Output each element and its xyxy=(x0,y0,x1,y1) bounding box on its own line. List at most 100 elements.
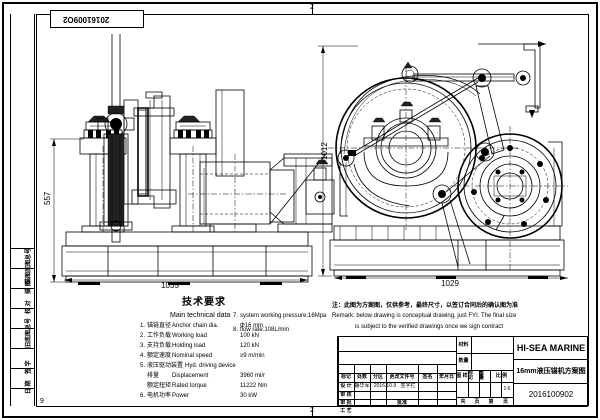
dim-label-side-width: 1029 xyxy=(441,279,459,288)
tech-row-5-cn: 排量 xyxy=(147,373,160,379)
tb-rev-h1 xyxy=(338,351,456,352)
tech-row-7-en: Power xyxy=(172,393,190,399)
tb-stage-header-0: 图 样 xyxy=(456,372,468,379)
remark-cn: 注：此图为方案图，仅供参考，最终尺寸，以签订合同后的确认图为准 xyxy=(332,303,519,309)
tech-row-1-cn: 工作负载 xyxy=(147,333,172,339)
tech-row-0-no: 1. xyxy=(140,323,146,329)
margin-label-5: 日 期 xyxy=(26,380,32,394)
tb-rev-h4 xyxy=(338,382,456,383)
margin-label-4: 签 字 xyxy=(26,360,32,374)
tech-row-3-en: Nominal speed xyxy=(172,353,213,359)
tech-row-2-cn: 支持负载 xyxy=(147,343,172,349)
drawing-number-tag: 20161009O2 xyxy=(63,15,110,24)
tech-row-4-cn: 液压驱动装置 xyxy=(147,363,184,369)
margin-label-1: 描 图 xyxy=(26,280,32,294)
front-elevation-view xyxy=(50,34,335,285)
dimension-side-height xyxy=(318,45,358,277)
tb-drawing-title: 16mm液压锚机方案图 xyxy=(516,367,586,375)
tech-row-6-value: 11222 Nm xyxy=(240,383,268,389)
tech-row-0-en: Anchor chain dia. xyxy=(172,323,219,329)
margin-div-4 xyxy=(10,308,34,309)
dim-label-front-width: 1035 xyxy=(161,281,179,290)
tech-row-7-no: 6. xyxy=(140,393,146,399)
brake-band-linkage xyxy=(337,41,546,268)
tech-row-7-cn: 电机功率 xyxy=(147,393,172,399)
tb-scale-value: 1:6 xyxy=(503,386,511,392)
tech-row-3-cn: 额定速度 xyxy=(147,353,172,359)
tb-mid-v2 xyxy=(479,370,480,397)
tb-rev-row-2: 2016.10.9 xyxy=(373,383,397,389)
margin-label-3: 旧底图总号 xyxy=(26,317,32,348)
tech-row-4-no: 5. xyxy=(140,363,146,369)
dimension-side-width xyxy=(334,276,568,280)
margin-div-2 xyxy=(10,268,34,269)
tb-rev-h3 xyxy=(338,373,456,374)
remark-en-line1: Remark: below drawing is conceptual draw… xyxy=(332,313,517,319)
frame-right xyxy=(588,14,589,406)
margin-strip-left xyxy=(10,14,11,406)
margin-div-6 xyxy=(10,348,34,349)
margin-strip-right xyxy=(34,14,35,406)
tb-quantity-value xyxy=(471,353,513,370)
centre-plate xyxy=(215,89,245,177)
drawing-number-tag-box: 20161009O2 xyxy=(50,10,144,28)
tb-sheet-label-3: 页 xyxy=(502,398,508,405)
frame-left xyxy=(36,14,37,406)
tech-row-2-no: 3. xyxy=(140,343,146,349)
tb-rev-v4 xyxy=(418,364,419,407)
title-block: 标记 处数 分区 更改文件号 签名 年月日 设 计 静华军 2016.10.9 … xyxy=(337,336,589,413)
tb-rev-header-2: 分区 xyxy=(372,374,383,380)
side-base-frame xyxy=(329,225,565,279)
tb-sheet-label-0: 共 xyxy=(460,398,466,405)
tech-row-6-en: Rated torque xyxy=(172,383,207,389)
tb-quantity-label: 数量 xyxy=(458,358,469,364)
tech-row-1-value: 100 kN xyxy=(240,333,260,339)
tb-sheet-label-1: 页 xyxy=(474,398,480,405)
tb-stage-header-3: 比 例 xyxy=(495,372,508,379)
mid-pedestal xyxy=(169,115,217,233)
tech-row-6-cn: 额定扭矩 xyxy=(147,383,172,389)
tb-rev-h5 xyxy=(338,391,456,392)
tech-row-0-cn: 锚链直径 xyxy=(147,323,172,329)
zone-divider-top xyxy=(312,2,313,14)
tb-rev-v5 xyxy=(437,364,438,407)
tb-mid-v1 xyxy=(468,370,469,397)
chain-wheel-assembly xyxy=(123,91,177,209)
tb-mid-h1 xyxy=(456,353,513,354)
margin-div-1 xyxy=(10,248,34,249)
tb-rev-header-0: 标记 xyxy=(340,374,351,380)
dim-label-front-height: 557 xyxy=(43,191,52,205)
tech-row-3-no: 4. xyxy=(140,353,146,359)
sheet-border-right xyxy=(596,2,598,418)
tb-rev-header-3: 更改文件号 xyxy=(389,374,415,380)
sheet-border-top xyxy=(2,2,598,4)
dim-label-side-height: 1012 xyxy=(320,142,329,160)
tb-rev-header-5: 年月日 xyxy=(438,374,454,380)
tb-right-h2 xyxy=(513,383,589,384)
tb-left-label-0: 审 核 xyxy=(340,391,352,398)
tech-row-2-value: 120 kN xyxy=(240,343,260,349)
tb-left-label-1: 审 批 xyxy=(340,399,352,406)
tech-row-3-value: ≥9 m/min xyxy=(240,353,265,359)
tb-rev-h2 xyxy=(338,364,456,365)
tech-row-0-value: Φ16 mm xyxy=(240,323,264,329)
hydraulic-motor xyxy=(452,126,568,270)
tech-row-4-en: Hyd. driving device xyxy=(185,363,236,369)
zone-divider-bottom xyxy=(312,406,313,418)
tb-left-label-2: 工 艺 xyxy=(340,407,352,414)
tb-mid-h2 xyxy=(456,370,513,371)
tb-rev-row-0: 设 计 xyxy=(340,383,352,389)
tb-rev-v1 xyxy=(354,364,355,407)
tech-row-5-value: 3960 ml/r xyxy=(240,373,266,379)
tb-sep-mid-right xyxy=(513,337,514,407)
tb-sheet-label-2: 第 xyxy=(488,398,494,405)
tb-rev-h6 xyxy=(338,399,456,400)
tech-row-1-no: 2. xyxy=(140,333,146,339)
tech-notes-title-cn: 技术要求 xyxy=(182,297,226,308)
tb-rev-row-4: 签字栏 xyxy=(400,383,416,389)
tech-row-1-en: Working load xyxy=(172,333,207,339)
dimension-front-width xyxy=(64,278,308,282)
zone-label-bottom-left: 9 xyxy=(40,398,44,405)
tb-proc-label: 批准 xyxy=(396,399,407,406)
tb-rev-v2 xyxy=(370,364,371,407)
